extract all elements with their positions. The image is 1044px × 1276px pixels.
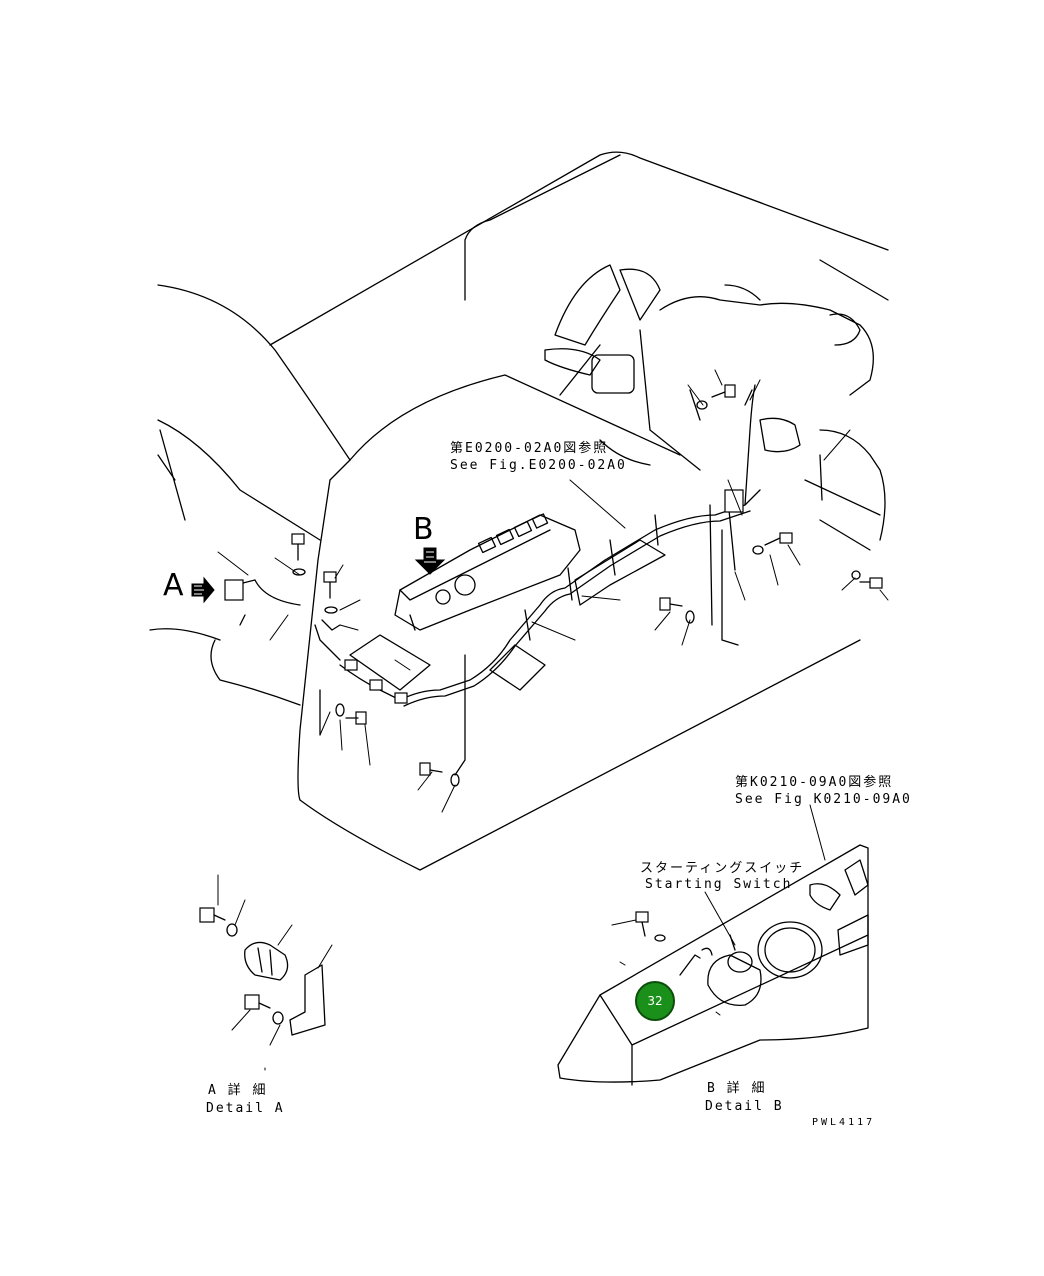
wire-tags — [349, 539, 666, 691]
switch-ref-en: See Fig K0210-09A0 — [735, 792, 912, 807]
detail-b-en: Detail B — [705, 1099, 784, 1114]
view-marker-b: B — [413, 512, 434, 547]
arrow-b-icon — [414, 547, 446, 575]
leader-lines-main — [217, 369, 889, 813]
wiring-harness — [234, 384, 823, 707]
drawing-code: PWL4117 — [812, 1117, 876, 1128]
top-ref-jp: 第E0200-02A0図参照 — [450, 441, 609, 456]
detail-b-jp: B 詳 細 — [707, 1081, 767, 1096]
detail-a-en: Detail A — [206, 1101, 285, 1116]
harness-clamps — [319, 489, 744, 776]
switch-name-en: Starting Switch — [645, 877, 793, 892]
switch-name-jp: スターティングスイッチ — [640, 861, 805, 876]
engine-assembly — [544, 264, 886, 551]
instrument-panel — [394, 513, 581, 631]
machine-body-outline — [149, 151, 889, 871]
detail-a-jp: A 詳 細 — [208, 1083, 268, 1098]
detail-b-drawing — [557, 804, 869, 1086]
item-number-badge[interactable]: 32 — [635, 981, 675, 1021]
top-ref-en: See Fig.E0200-02A0 — [450, 458, 627, 473]
view-marker-a: A — [163, 568, 184, 603]
switch-ref-jp: 第K0210-09A0図参照 — [735, 775, 894, 790]
fasteners-main — [224, 384, 883, 787]
arrow-a-icon — [191, 576, 215, 604]
detail-a-drawing — [199, 874, 333, 1071]
